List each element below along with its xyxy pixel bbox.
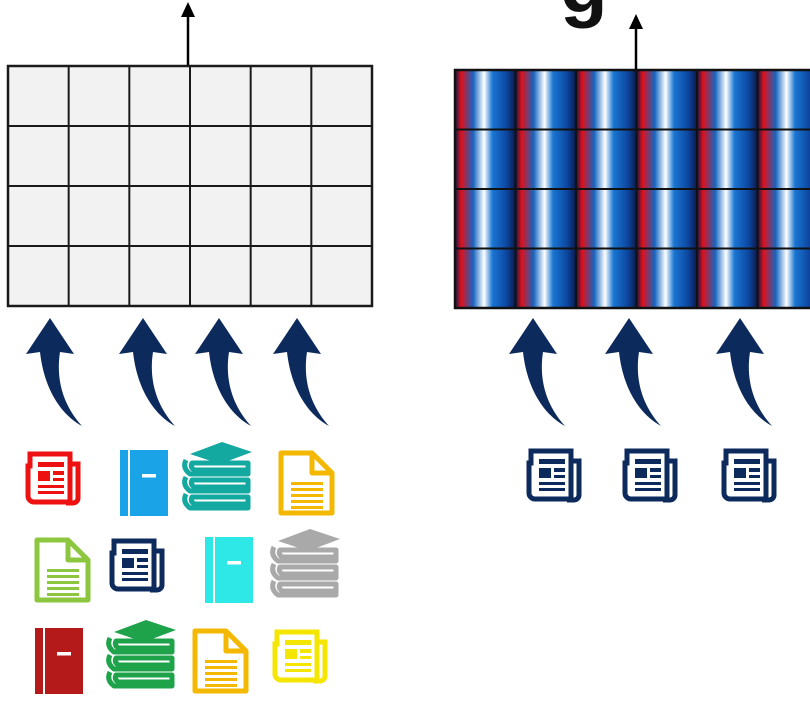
input-arrow xyxy=(119,318,175,426)
notebook-icon xyxy=(120,450,168,516)
document-icon xyxy=(192,628,249,694)
right-document-icons xyxy=(526,448,777,503)
newspaper-icon xyxy=(526,448,582,503)
left-input-arrows xyxy=(26,318,329,426)
book-stack-icon xyxy=(270,529,340,598)
input-arrow xyxy=(195,318,251,426)
newspaper-icon xyxy=(25,451,81,506)
matrix-border xyxy=(6,64,374,308)
output-arrow-right xyxy=(629,14,643,70)
newspaper-icon xyxy=(622,448,678,503)
matrix-border xyxy=(453,68,810,310)
notebook-icon xyxy=(205,537,253,603)
input-arrow xyxy=(716,318,772,426)
input-arrow xyxy=(273,318,329,426)
right-input-arrows xyxy=(509,318,772,426)
input-arrow xyxy=(605,318,661,426)
newspaper-icon xyxy=(272,629,328,684)
left-matrix xyxy=(6,64,374,308)
input-arrow xyxy=(26,318,82,426)
notebook-icon xyxy=(35,628,83,694)
newspaper-icon xyxy=(721,448,777,503)
left-document-icons xyxy=(25,442,340,694)
newspaper-icon xyxy=(109,538,165,593)
book-stack-icon xyxy=(106,620,176,689)
right-matrix xyxy=(453,68,810,310)
title-fragment: g xyxy=(560,0,608,29)
output-arrow-left xyxy=(181,2,195,66)
document-icon xyxy=(278,450,335,516)
input-arrow xyxy=(509,318,565,426)
book-stack-icon xyxy=(182,442,252,511)
document-icon xyxy=(34,537,91,603)
